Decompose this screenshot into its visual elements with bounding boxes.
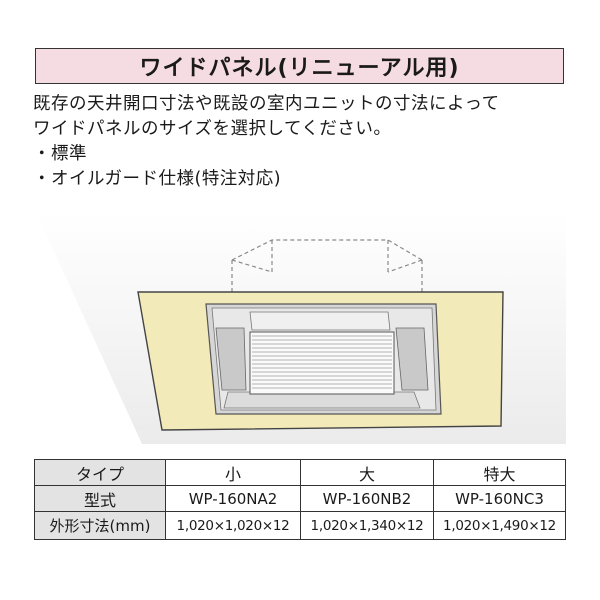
table-row: タイプ 小 大 特大 bbox=[34, 459, 566, 486]
bullet-standard: ・標準 bbox=[33, 144, 87, 164]
description: 既存の天井開口寸法や既設の室内ユニットの寸法によって ワイドパネルのサイズを選択… bbox=[33, 92, 573, 192]
bullet-oil-guard: ・オイルガード仕様(特注対応) bbox=[33, 169, 282, 189]
spec-table: タイプ 小 大 特大 型式 WP-160NA2 WP-160NB2 WP-160… bbox=[34, 459, 566, 540]
table-cell: 1,020×1,340×12 bbox=[300, 511, 434, 540]
table-cell: 1,020×1,490×12 bbox=[433, 511, 566, 540]
table-cell: 特大 bbox=[433, 459, 566, 486]
table-cell: 小 bbox=[165, 459, 301, 486]
table-cell: 大 bbox=[300, 459, 434, 486]
center-grille bbox=[249, 331, 395, 395]
table-cell: 1,020×1,020×12 bbox=[165, 511, 301, 540]
right-louver bbox=[395, 327, 429, 391]
table-cell: WP-160NC3 bbox=[433, 485, 566, 512]
description-line: ワイドパネルのサイズを選択してください。 bbox=[33, 119, 392, 139]
row-label-dimensions: 外形寸法(mm) bbox=[34, 511, 166, 540]
table-cell: WP-160NB2 bbox=[300, 485, 434, 512]
table-cell: WP-160NA2 bbox=[165, 485, 301, 512]
row-label-model: 型式 bbox=[34, 485, 166, 512]
left-louver bbox=[215, 327, 247, 391]
wide-panel-illustration bbox=[36, 212, 566, 444]
row-label-type: タイプ bbox=[34, 459, 166, 486]
description-line: 既存の天井開口寸法や既設の室内ユニットの寸法によって bbox=[33, 94, 500, 114]
table-row: 外形寸法(mm) 1,020×1,020×12 1,020×1,340×12 1… bbox=[34, 511, 566, 540]
page-title: ワイドパネル(リニューアル用) bbox=[35, 48, 564, 84]
grille-lines bbox=[252, 335, 392, 389]
table-row: 型式 WP-160NA2 WP-160NB2 WP-160NC3 bbox=[34, 485, 566, 512]
